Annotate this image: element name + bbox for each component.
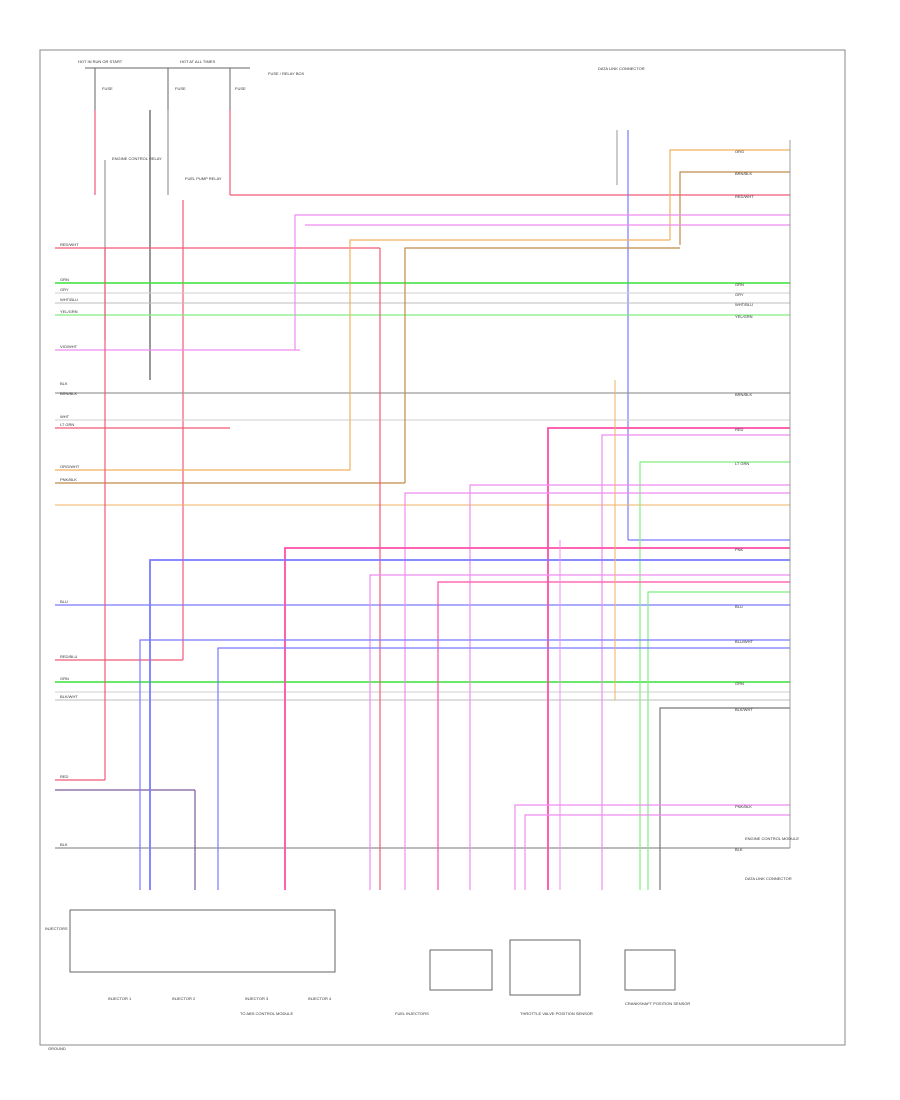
pin-label-blu: BLU xyxy=(735,604,743,609)
left-label-grn: GRN xyxy=(60,277,69,282)
bus-wires xyxy=(55,247,790,849)
injector-block-label: INJECTORS xyxy=(45,926,68,931)
left-label-blk-wht: BLK/WHT xyxy=(60,694,78,699)
left-label-brn-blk: BRN/BLK xyxy=(60,391,77,396)
left-label-red-wht: RED/WHT xyxy=(60,242,79,247)
left-label-red-blu: RED/BLU xyxy=(60,654,77,659)
pin-label-red: RED xyxy=(735,427,744,432)
injector-block: INJECTORS INJECTOR 1 INJECTOR 2 INJECTOR… xyxy=(45,909,336,1016)
pin-label-blk: BLK xyxy=(735,847,743,852)
data-link-label: DATA LINK CONNECTOR xyxy=(598,66,645,71)
pin-label-blk-wht: BLK/WHT xyxy=(735,707,753,712)
left-label-red: RED xyxy=(60,774,69,779)
inj1-label: INJECTOR 1 xyxy=(108,996,132,1001)
hot-in-run-label: HOT IN RUN OR START xyxy=(78,59,123,64)
left-label-wht: WHT xyxy=(60,414,70,419)
left-label-pnk-blk: PNK/BLK xyxy=(60,477,77,482)
inj2-label: INJECTOR 2 xyxy=(172,996,196,1001)
crankshaft-sensor: CRANKSHAFT POSITION SENSOR xyxy=(624,949,690,1006)
relay-left-label: ENGINE CONTROL RELAY xyxy=(112,156,162,161)
left-label-blk: BLK xyxy=(60,381,68,386)
fuel-injectors-label: FUEL INJECTORS xyxy=(395,1011,429,1016)
pin-label-org: ORG xyxy=(735,149,744,154)
throttle-label: THROTTLE VALVE POSITION SENSOR xyxy=(520,1011,593,1016)
relay-right-label: FUEL PUMP RELAY xyxy=(185,176,222,181)
fuse-a-label: FUSE xyxy=(102,86,113,91)
left-label-lt-grn: LT GRN xyxy=(60,422,74,427)
fuel-injectors: FUEL INJECTORS xyxy=(395,949,493,1016)
pin-label-pnk-blk: PNK/BLK xyxy=(735,804,752,809)
hot-at-all-times-label: HOT AT ALL TIMES xyxy=(180,59,215,64)
right-wires xyxy=(104,149,790,890)
data-link-connector: DATA LINK CONNECTOR xyxy=(598,66,790,541)
inj3-label: INJECTOR 3 xyxy=(245,996,269,1001)
left-label-vio-wht: VIO/WHT xyxy=(60,344,78,349)
pin-label-brn-blk-2: BRN/BLK xyxy=(735,392,752,397)
left-label-org-wht: ORG/WHT xyxy=(60,464,80,469)
pin-label-pnk: PNK xyxy=(735,547,744,552)
ecm-connector: ENGINE CONTROL MODULE ORG BRN/BLK RED/WH… xyxy=(735,140,799,852)
fuse-b-label: FUSE xyxy=(175,86,186,91)
pin-label-grn-2: GRN xyxy=(735,681,744,686)
pin-label-gry: GRY xyxy=(735,292,744,297)
throttle-sensor: THROTTLE VALVE POSITION SENSOR xyxy=(509,939,593,1016)
pin-label-brn-blk: BRN/BLK xyxy=(735,171,752,176)
dlc-label: DATA LINK CONNECTOR xyxy=(745,876,792,881)
ecm-label: ENGINE CONTROL MODULE xyxy=(745,836,799,841)
fuse-c-label: FUSE xyxy=(235,86,246,91)
left-label-wht-blu: WHT/BLU xyxy=(60,297,78,302)
pin-label-red-wht: RED/WHT xyxy=(735,194,754,199)
left-label-blu: BLU xyxy=(60,599,68,604)
pin-label-lt-grn: LT GRN xyxy=(735,461,749,466)
ground-label: GROUND xyxy=(48,1046,66,1051)
pin-label-blu-wht: BLU/WHT xyxy=(735,639,754,644)
pin-label-grn: GRN xyxy=(735,282,744,287)
fuse-area: HOT IN RUN OR START HOT AT ALL TIMES FUS… xyxy=(78,59,790,660)
left-label-grn-2: GRN xyxy=(60,676,69,681)
crankshaft-label: CRANKSHAFT POSITION SENSOR xyxy=(625,1001,690,1006)
diagram-border xyxy=(39,49,846,1046)
pin-label-wht-blu: WHT/BLU xyxy=(735,302,753,307)
injector-box xyxy=(69,909,336,973)
fuse-box-label: FUSE / RELAY BOX xyxy=(268,71,305,76)
left-labels: RED/WHT GRN GRY WHT/BLU YEL/GRN VIO/WHT … xyxy=(60,242,80,847)
pin-label-yel-grn: YEL/GRN xyxy=(735,314,753,319)
left-label-yel-grn: YEL/GRN xyxy=(60,309,78,314)
left-label-blk-2: BLK xyxy=(60,842,68,847)
left-label-gry: GRY xyxy=(60,287,69,292)
inj4-label: INJECTOR 4 xyxy=(308,996,332,1001)
abs-connector-label: TO ABS CONTROL MODULE xyxy=(240,1011,293,1016)
